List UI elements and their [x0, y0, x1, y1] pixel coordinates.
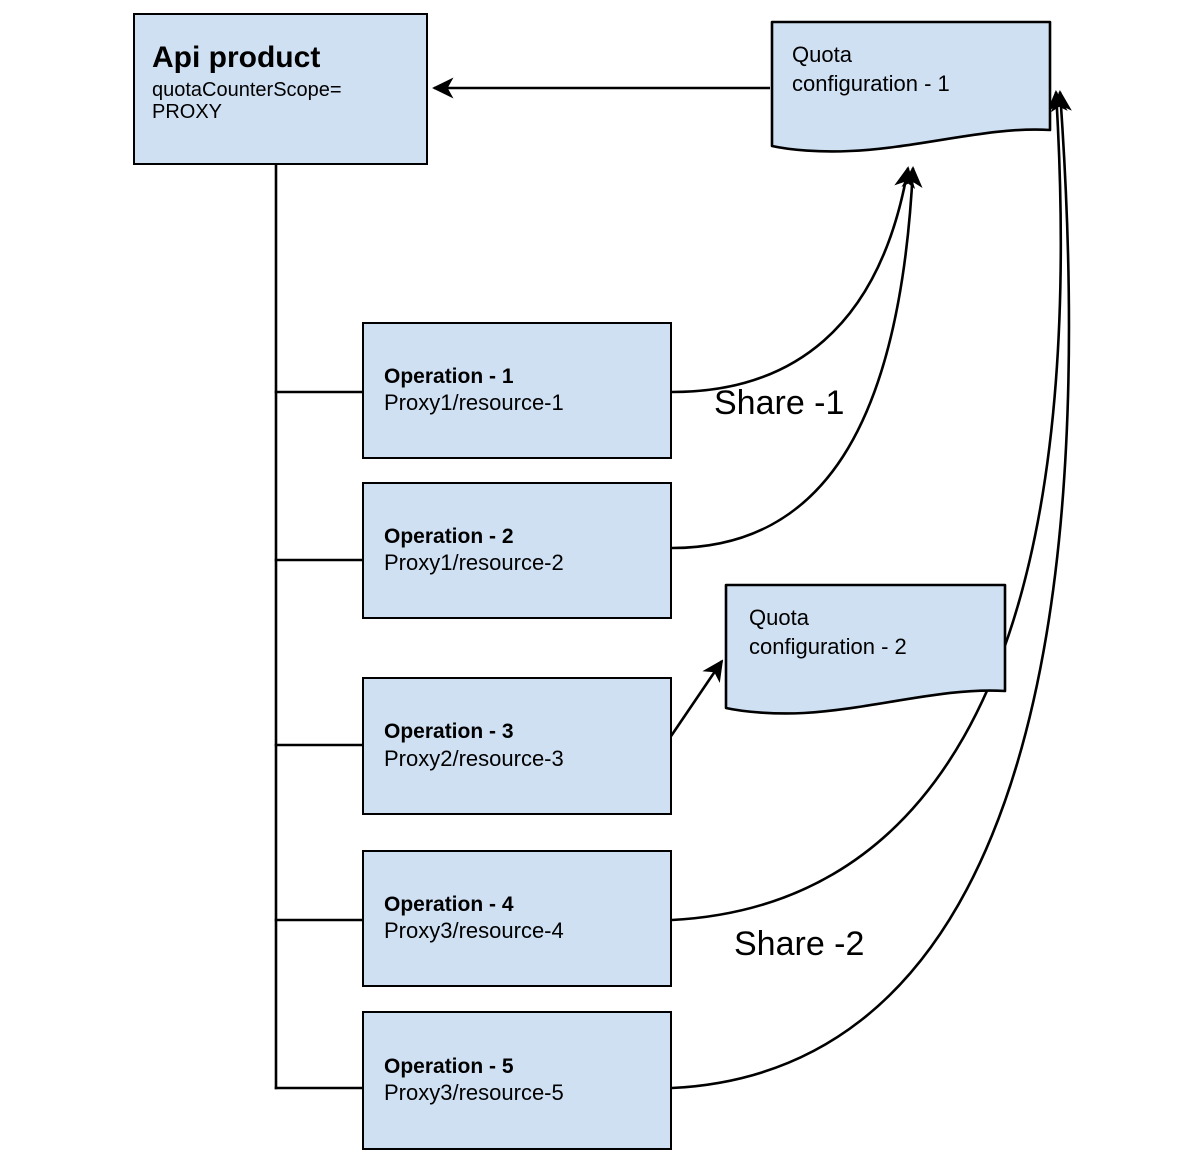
quota-configuration-1-text: Quota configuration - 1 [792, 42, 950, 97]
edge-operation2-to-quota1 [671, 166, 923, 550]
edge-api-product-spine [274, 164, 364, 1090]
api-product-subtitle: quotaCounterScope= PROXY [152, 78, 342, 123]
quota-configuration-2-text: Quota configuration - 2 [749, 605, 907, 660]
operation-1-subtitle: Proxy1/resource-1 [384, 390, 564, 416]
node-quota-configuration-1[interactable]: Quota configuration - 1 [770, 20, 1052, 155]
edge-label-share-1: Share -1 [714, 384, 845, 422]
edge-operation3-to-quota2 [663, 659, 724, 746]
operation-3-subtitle: Proxy2/resource-3 [384, 745, 564, 771]
operation-1-title: Operation - 1 [384, 364, 514, 388]
edge-operation1-to-quota1 [671, 166, 916, 394]
node-quota-configuration-2[interactable]: Quota configuration - 2 [724, 583, 1007, 717]
node-operation-3[interactable]: Operation - 3 Proxy2/resource-3 [362, 677, 672, 815]
operation-4-subtitle: Proxy3/resource-4 [384, 918, 564, 944]
edge-label-share-2: Share -2 [734, 925, 865, 963]
operation-5-title: Operation - 5 [384, 1054, 514, 1078]
operation-4-title: Operation - 4 [384, 892, 514, 916]
operation-3-title: Operation - 3 [384, 720, 514, 744]
node-api-product[interactable]: Api product quotaCounterScope= PROXY [133, 13, 428, 165]
operation-5-subtitle: Proxy3/resource-5 [384, 1080, 564, 1106]
operation-2-title: Operation - 2 [384, 524, 514, 548]
api-product-title: Api product [152, 41, 321, 74]
node-operation-4[interactable]: Operation - 4 Proxy3/resource-4 [362, 850, 672, 987]
node-operation-1[interactable]: Operation - 1 Proxy1/resource-1 [362, 322, 672, 459]
node-operation-2[interactable]: Operation - 2 Proxy1/resource-2 [362, 482, 672, 619]
node-operation-5[interactable]: Operation - 5 Proxy3/resource-5 [362, 1011, 672, 1150]
operation-2-subtitle: Proxy1/resource-2 [384, 550, 564, 576]
edge-operation4-to-quota1 [671, 90, 1068, 922]
